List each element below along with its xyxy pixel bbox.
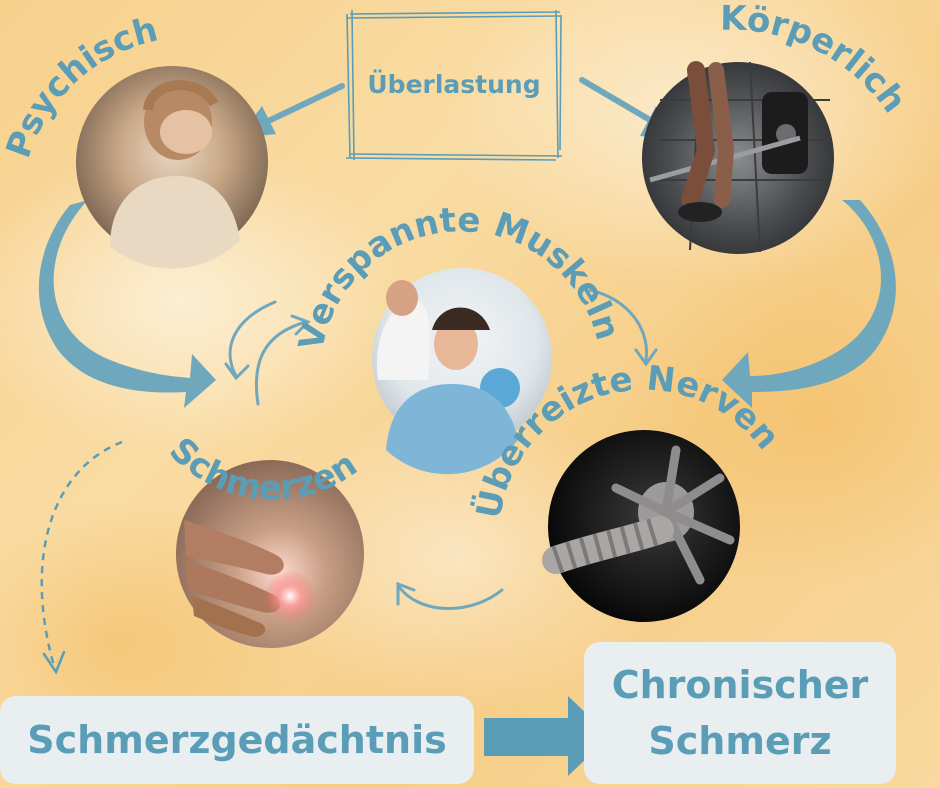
schmerzen-photo	[176, 460, 364, 648]
ueberlastung-label: Überlastung	[367, 69, 541, 99]
muskeln-photo	[372, 268, 552, 475]
psychisch-photo	[76, 66, 268, 269]
chronischer-label: Chronischer	[611, 663, 869, 707]
chronischer-schmerz-box: Chronischer Schmerz	[584, 642, 896, 784]
arrow-schmerzen-to-gedaechtnis	[40, 440, 123, 675]
arrow-koerperlich-to-nerven	[722, 200, 896, 408]
arrow-schmerzen-to-muskeln	[254, 314, 311, 406]
arrow-to-chronischer-schmerz	[484, 696, 610, 776]
schmerzgedaechtnis-box: Schmerzgedächtnis	[0, 696, 474, 784]
arrow-nerven-to-schmerzen	[396, 581, 504, 610]
nerven-photo	[542, 430, 740, 622]
ueberlastung-frame	[345, 9, 563, 161]
arrow-muskeln-to-nerven	[588, 288, 658, 367]
schmerz-label: Schmerz	[648, 719, 832, 763]
arrow-muskeln-to-schmerzen	[224, 300, 277, 381]
koerperlich-photo	[642, 61, 834, 254]
schmerzgedaechtnis-label: Schmerzgedächtnis	[27, 718, 447, 762]
arrow-psychisch-to-schmerzen	[38, 200, 216, 408]
